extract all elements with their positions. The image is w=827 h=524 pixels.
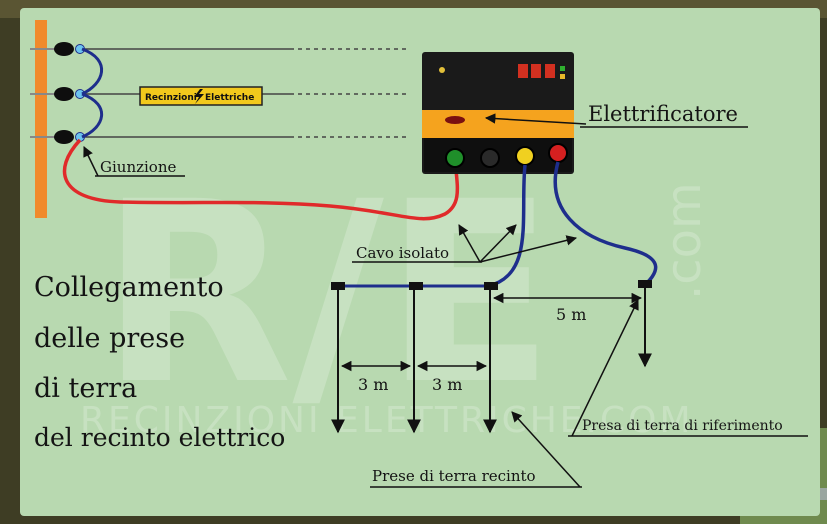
label-reference-ground: Presa di terra di riferimento <box>582 418 783 434</box>
label-pointers <box>83 113 808 488</box>
dimension-lines <box>340 292 643 372</box>
sign-text-b: Elettriche <box>205 93 254 103</box>
lightning-icon <box>194 89 204 104</box>
ground-wires <box>487 161 658 288</box>
ground-rods <box>331 288 652 434</box>
energizer-display <box>518 64 565 79</box>
junction-jumpers <box>81 47 104 139</box>
ground-bar <box>331 280 652 290</box>
label-spacing-b: 3 m <box>432 375 462 394</box>
warning-sign: Recinzioni Elettriche <box>139 86 263 106</box>
label-spacing-ref: 5 m <box>556 305 586 324</box>
terminal-green-icon <box>445 148 465 168</box>
energizer-logo-icon <box>445 116 465 124</box>
label-insulated-cable: Cavo isolato <box>356 244 449 262</box>
energizer <box>422 52 574 174</box>
watermark-bottom: RECINZIONI ELETTRICHE.COM <box>80 400 694 441</box>
watermark-big: R/E <box>100 148 555 439</box>
fence-post <box>35 20 47 218</box>
title-line-2: delle prese <box>34 323 185 354</box>
title-block: Collegamento delle prese di terra del re… <box>34 272 285 452</box>
sign-text-a: Recinzioni <box>145 93 197 103</box>
label-fence-grounds: Prese di terra recinto <box>372 467 536 485</box>
watermark-side: .com <box>656 182 712 300</box>
terminal-black-icon <box>480 148 500 168</box>
fence-wires <box>80 48 410 138</box>
label-energizer: Elettrificatore <box>588 102 738 126</box>
title-line-3: di terra <box>34 373 137 404</box>
red-wire <box>62 138 460 221</box>
label-junction: Giunzione <box>100 158 176 176</box>
terminal-red-icon <box>548 143 568 163</box>
terminal-yellow-icon <box>515 146 535 166</box>
watermark: R/E .com RECINZIONI ELETTRICHE.COM <box>80 148 712 441</box>
labels: Elettrificatore Giunzione Cavo isolato 5… <box>100 102 783 485</box>
title-line-1: Collegamento <box>34 272 224 303</box>
title-line-4: del recinto elettrico <box>34 423 285 452</box>
energizer-light-icon <box>439 67 445 73</box>
label-spacing-a: 3 m <box>358 375 388 394</box>
